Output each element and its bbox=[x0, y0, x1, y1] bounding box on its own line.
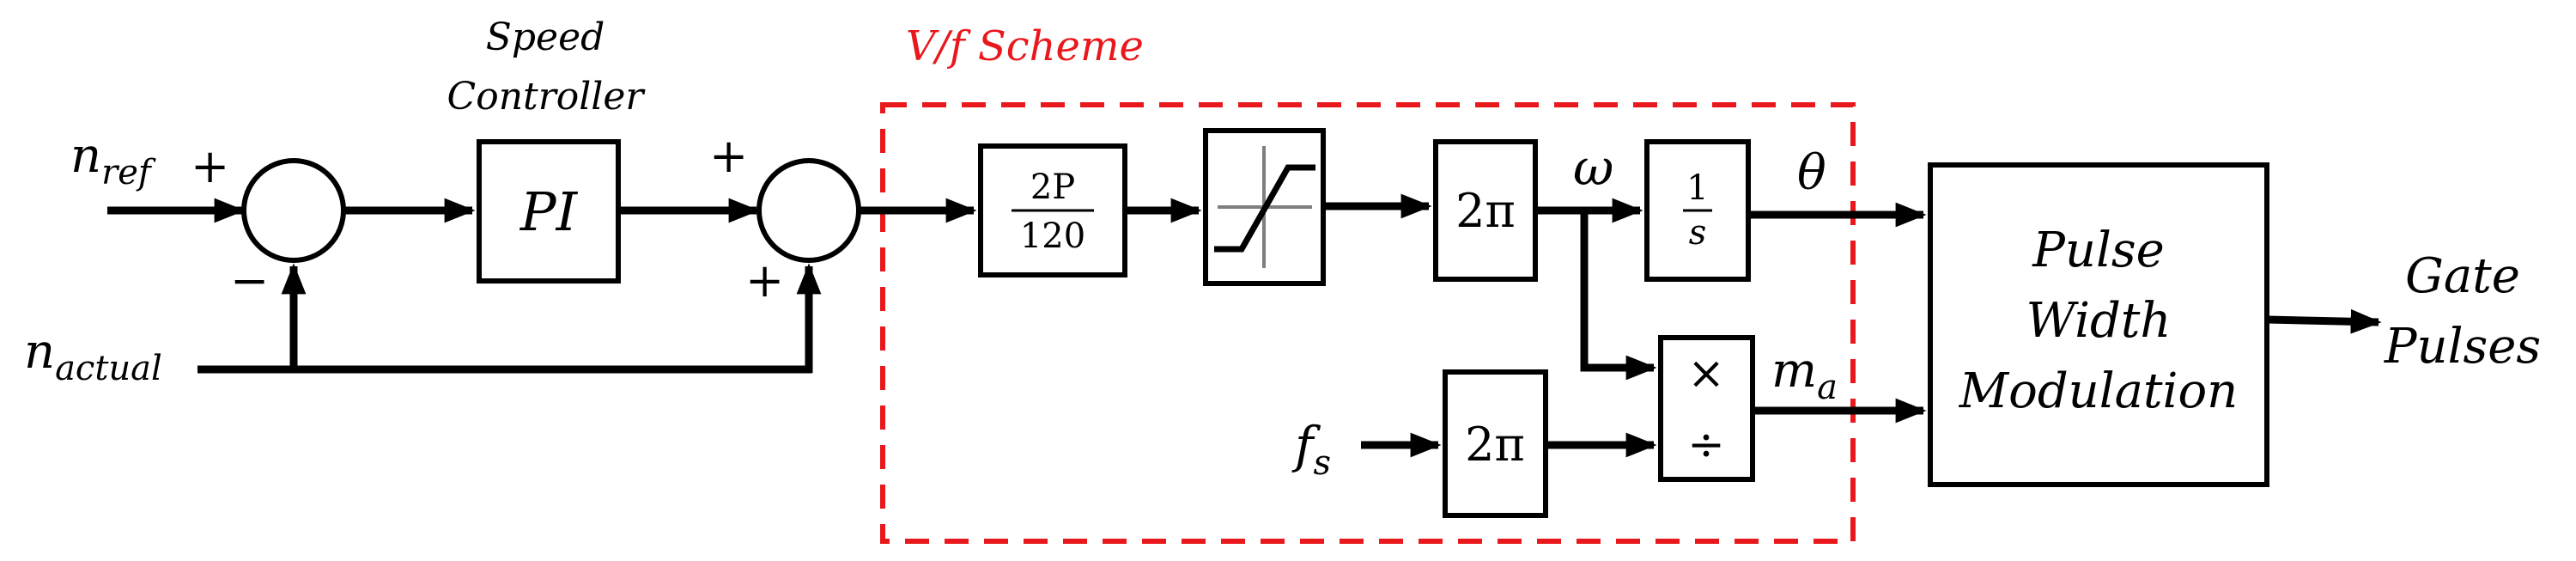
m-a-label: ma bbox=[1771, 343, 1838, 407]
two-pi-label-1: 2π bbox=[1455, 184, 1516, 238]
n-actual-label: nactual bbox=[24, 324, 162, 388]
wire-gate-pulses bbox=[2266, 308, 2382, 334]
n-ref-label: nref bbox=[70, 128, 156, 192]
summing-junction-1 bbox=[241, 158, 346, 263]
summer1-sign-plus: + bbox=[191, 139, 229, 193]
summer1-sign-minus: − bbox=[230, 253, 269, 308]
two-pi-label-2: 2π bbox=[1465, 418, 1525, 472]
gain-denominator: 120 bbox=[1020, 216, 1085, 256]
two-pi-block-2 bbox=[1443, 369, 1548, 518]
gate-pulses-line1: Gate bbox=[2405, 248, 2520, 304]
pwm-label-line1: Pulse bbox=[2032, 223, 2165, 278]
multiply-symbol: × bbox=[1687, 348, 1725, 399]
summer2-sign-top: + bbox=[709, 129, 748, 183]
gate-pulses-line2: Pulses bbox=[2384, 319, 2541, 375]
summing-junction-2 bbox=[756, 158, 861, 263]
theta-label: θ bbox=[1797, 145, 1826, 201]
summer2-sign-bottom: + bbox=[745, 253, 784, 308]
saturation-limiter-icon bbox=[1214, 146, 1315, 268]
multiply-divide-block bbox=[1658, 335, 1755, 482]
pwm-block bbox=[1928, 162, 2269, 487]
vf-scheme-title: V/f Scheme bbox=[906, 22, 1144, 70]
pi-controller-block bbox=[477, 139, 621, 284]
speed-controller-caption-line1: Speed bbox=[486, 15, 605, 59]
pi-label: PI bbox=[519, 180, 579, 243]
pwm-label-line2: Width bbox=[2026, 293, 2172, 349]
integrator-denominator: s bbox=[1689, 213, 1707, 253]
two-pi-block-1 bbox=[1433, 139, 1538, 282]
wire-omega-branch bbox=[1580, 210, 1657, 381]
pwm-label-line3: Modulation bbox=[1959, 363, 2238, 419]
f-s-label: fs bbox=[1291, 416, 1331, 483]
speed-controller-caption-line2: Controller bbox=[447, 75, 647, 119]
gain-numerator: 2P bbox=[1030, 168, 1075, 207]
integrator-numerator: 1 bbox=[1686, 168, 1708, 208]
vf-scheme-region bbox=[880, 102, 1856, 544]
divide-symbol: ÷ bbox=[1687, 419, 1725, 471]
omega-label: ω bbox=[1573, 138, 1613, 197]
